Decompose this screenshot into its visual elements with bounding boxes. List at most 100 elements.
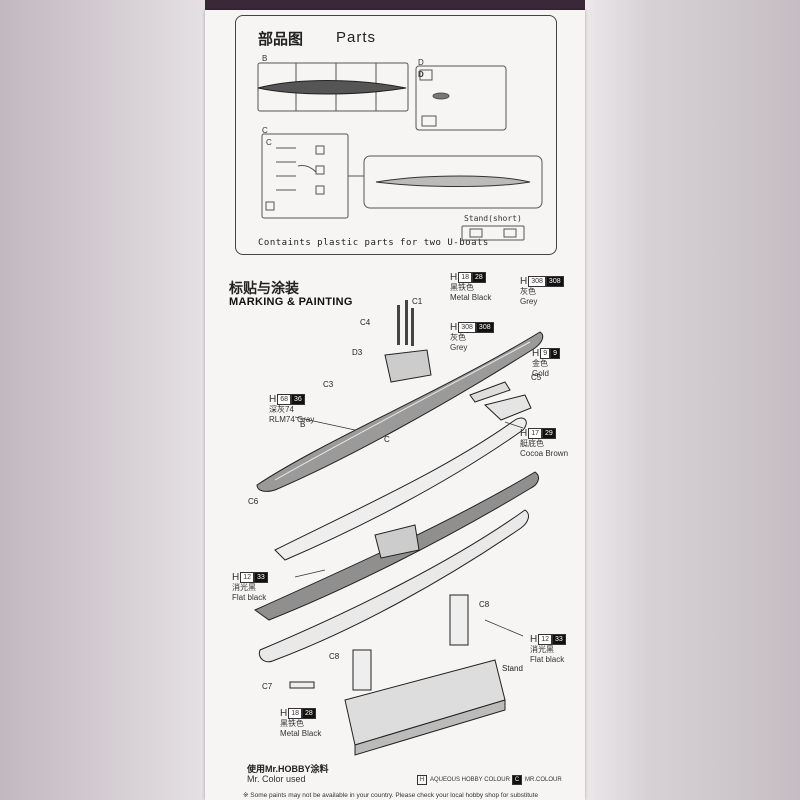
legend-aqueous-label: AQUEOUS HOBBY COLOUR [430, 777, 510, 783]
runner-c-tag: C [266, 138, 272, 147]
stand-short-label: Stand(short) [464, 214, 522, 223]
stand-short [461, 225, 525, 241]
mr-code: 33 [254, 572, 268, 583]
submarine-2 [254, 471, 539, 663]
mr-code: 36 [291, 394, 305, 405]
color-en: Metal Black [450, 293, 492, 302]
part-label-c: C [384, 435, 390, 444]
parts-title-cn: 部品图 [258, 31, 304, 48]
color-cn: 消光黑 [232, 583, 256, 592]
color-cn: 灰色 [520, 287, 536, 296]
aqueous-code: 17 [528, 428, 543, 439]
callout-h: H [532, 347, 540, 359]
color-cn: 消光黑 [530, 645, 554, 654]
part-label-stand: Stand [502, 664, 523, 673]
part-label-c7: C7 [262, 682, 273, 691]
aqueous-code: 9 [540, 348, 551, 359]
aqueous-code: 18 [288, 708, 303, 719]
runner-hull [363, 155, 543, 209]
mr-code: 29 [542, 428, 556, 439]
part-label-c3: C3 [323, 380, 334, 389]
aqueous-code: 12 [538, 634, 553, 645]
color-cn: 深灰74 [269, 405, 294, 414]
footer-note: ※ Some paints may not be available in yo… [243, 792, 539, 799]
mr-code: 33 [552, 634, 566, 645]
part-label-c8-lower: C8 [329, 652, 340, 661]
callout-h: H [232, 571, 240, 583]
aqueous-code: 68 [277, 394, 292, 405]
runner-c-label: C [262, 126, 268, 135]
marking-title-en: MARKING & PAINTING [229, 296, 353, 308]
color-cn: 黑铁色 [280, 719, 304, 728]
color-en: Grey [520, 297, 538, 306]
legend-mr-label: MR.COLOUR [525, 777, 562, 783]
runner-b [257, 62, 409, 112]
right-background [585, 0, 800, 800]
color-en: Flat black [530, 655, 565, 664]
aqueous-code: 12 [240, 572, 255, 583]
color-cn: 黑铁色 [450, 283, 474, 292]
runner-d-tag: D [418, 70, 424, 79]
aqueous-code: 308 [458, 322, 476, 333]
callout-h: H [520, 427, 528, 439]
left-background [0, 0, 205, 800]
mr-code: 28 [472, 272, 486, 283]
part-label-c6: C6 [248, 497, 259, 506]
part-label-b: B [300, 420, 306, 429]
mr-code: 28 [302, 708, 316, 719]
color-en: Flat black [232, 593, 267, 602]
part-label-c8-upper: C8 [479, 600, 490, 609]
runner-d [415, 65, 507, 131]
legend-mr-colour: C MR.COLOUR [512, 775, 562, 785]
parts-panel: 部品图 Parts B D C C D Stand(short) Contain… [235, 15, 557, 255]
instruction-sheet: 部品图 Parts B D C C D Stand(short) Contain… [205, 10, 585, 800]
runner-b-label: B [262, 54, 268, 63]
color-en: RLM74 Gray [269, 415, 315, 424]
runner-c [261, 133, 364, 219]
mr-colour-swatch-icon: C [512, 775, 522, 785]
color-en: Metal Black [280, 729, 322, 738]
color-en: Grey [450, 343, 468, 352]
marking-title-cn: 标贴与涂装 [229, 280, 299, 296]
callout-h: H [530, 633, 538, 645]
part-label-c4: C4 [360, 318, 371, 327]
callout-h: H [520, 275, 528, 287]
legend-aqueous: H AQUEOUS HOBBY COLOUR [417, 775, 510, 785]
parts-runners-drawing [257, 62, 543, 241]
parts-title-en: Parts [336, 29, 377, 46]
footer-mr-color-used: Mr. Color used [247, 774, 306, 784]
part-label-c1: C1 [412, 297, 423, 306]
submarine-1 [256, 300, 544, 492]
color-en: Cocoa Brown [520, 449, 569, 458]
aqueous-code: 18 [458, 272, 473, 283]
color-cn: 艇底色 [520, 439, 544, 448]
color-cn: 灰色 [450, 333, 466, 342]
callout-h: H [280, 707, 288, 719]
runner-d-label: D [418, 58, 424, 67]
aqueous-swatch-icon: H [417, 775, 427, 785]
mr-code: 308 [475, 322, 494, 333]
callout-h: H [269, 393, 277, 405]
top-background [205, 0, 585, 10]
hull-part-c [274, 381, 532, 561]
mr-code: 9 [550, 348, 561, 359]
part-label-d3: D3 [352, 348, 363, 357]
aqueous-code: 308 [528, 276, 546, 287]
display-stand [289, 594, 506, 756]
leader-lines [294, 416, 524, 637]
callout-h: H [450, 271, 458, 283]
callout-h: H [450, 321, 458, 333]
submarine-assembly-drawing [254, 300, 544, 756]
footer-use-mr-hobby: 使用Mr.HOBBY涂料 [247, 764, 329, 774]
mr-code: 308 [545, 276, 564, 287]
part-label-c5: C5 [531, 373, 542, 382]
